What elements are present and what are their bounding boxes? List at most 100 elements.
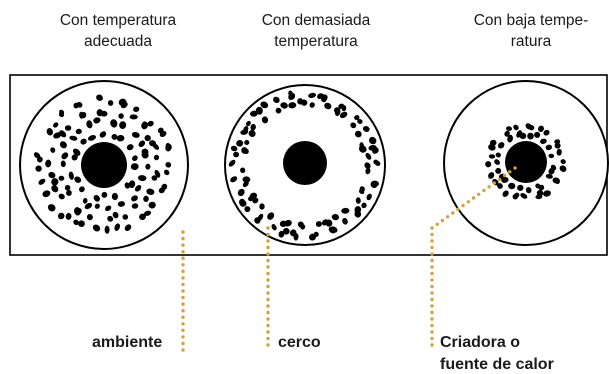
chick-dot bbox=[525, 187, 532, 194]
chick-dot bbox=[495, 167, 502, 174]
chick-dot bbox=[116, 134, 125, 142]
leader-dot bbox=[266, 265, 270, 269]
chick-dot bbox=[148, 201, 156, 209]
chick-dot bbox=[261, 116, 269, 124]
chick-dot bbox=[260, 101, 269, 109]
chick-dot bbox=[145, 163, 151, 170]
label-heat-source: Criadora o fuente de calor bbox=[440, 334, 554, 373]
chick-dot bbox=[59, 130, 67, 138]
chick-dot bbox=[143, 210, 152, 216]
chick-dot bbox=[528, 124, 535, 131]
chick-dot bbox=[75, 207, 82, 214]
leader-dot bbox=[456, 207, 460, 211]
chick-dot bbox=[554, 142, 561, 149]
chick-dot bbox=[354, 210, 362, 218]
chick-dot bbox=[59, 109, 65, 115]
chick-dot bbox=[315, 221, 322, 227]
chick-dot bbox=[147, 120, 154, 127]
leader-dot bbox=[502, 173, 507, 178]
chick-dot bbox=[51, 178, 59, 186]
chick-dot bbox=[68, 171, 74, 180]
chick-dot bbox=[112, 211, 119, 219]
chick-dot bbox=[118, 113, 124, 119]
leader-dot bbox=[266, 297, 270, 302]
chick-dot bbox=[78, 220, 85, 228]
leader-dot bbox=[430, 304, 434, 308]
chick-dot bbox=[366, 193, 372, 201]
leader-dot bbox=[266, 252, 270, 256]
chick-dot bbox=[321, 219, 329, 226]
chick-dot bbox=[297, 221, 304, 228]
chick-dot bbox=[240, 167, 246, 174]
chick-dot bbox=[507, 134, 513, 143]
chick-dot bbox=[556, 148, 562, 156]
chick-dot bbox=[250, 110, 258, 117]
chick-dot bbox=[131, 195, 138, 202]
chick-dot bbox=[249, 192, 258, 200]
chick-dot bbox=[96, 94, 103, 101]
chick-dot bbox=[535, 183, 541, 189]
chick-dot bbox=[53, 122, 59, 128]
chick-dot bbox=[560, 159, 566, 165]
chick-dot bbox=[33, 152, 41, 159]
leader-dot bbox=[435, 222, 439, 226]
chick-dot bbox=[527, 132, 534, 140]
chick-dot bbox=[132, 155, 138, 162]
chick-dot bbox=[370, 180, 379, 187]
leader-dot bbox=[181, 341, 185, 346]
chick-dot bbox=[119, 121, 127, 129]
chick-dot bbox=[279, 220, 287, 228]
chick-dot bbox=[76, 101, 83, 108]
leader-dot bbox=[430, 271, 434, 276]
leader-cerco bbox=[266, 226, 270, 347]
leader-dot bbox=[181, 335, 185, 339]
chicks-group bbox=[33, 94, 172, 234]
chick-dot bbox=[331, 213, 340, 221]
chick-dot bbox=[143, 195, 149, 202]
chick-dot bbox=[126, 144, 134, 151]
chick-dot bbox=[69, 135, 78, 141]
leader-dot bbox=[430, 291, 434, 295]
leader-dot bbox=[461, 203, 465, 208]
chick-dot bbox=[111, 192, 119, 201]
chick-dot bbox=[341, 105, 347, 112]
chick-dot bbox=[50, 147, 56, 153]
chick-dot bbox=[254, 217, 261, 224]
leader-dot bbox=[181, 269, 185, 273]
chick-dot bbox=[361, 202, 367, 209]
chick-dot bbox=[45, 159, 52, 168]
chick-dot bbox=[280, 102, 288, 109]
chick-dot bbox=[364, 162, 371, 169]
leader-dot bbox=[430, 245, 434, 250]
heat-source bbox=[505, 141, 547, 183]
chick-dot bbox=[228, 159, 236, 167]
chick-dot bbox=[495, 152, 501, 158]
caption-too-high-temperature: Con demasiada temperatura bbox=[261, 12, 371, 50]
chick-dot bbox=[329, 226, 338, 233]
chick-dot bbox=[144, 134, 151, 142]
chicks-group bbox=[485, 123, 567, 200]
chick-dot bbox=[489, 139, 497, 146]
chick-dot bbox=[538, 125, 544, 132]
chick-dot bbox=[154, 169, 161, 178]
chick-dot bbox=[250, 123, 256, 131]
leader-dot bbox=[487, 185, 491, 189]
leader-dot bbox=[466, 200, 470, 204]
leader-dot bbox=[430, 232, 434, 237]
chick-dot bbox=[365, 152, 372, 160]
chick-dot bbox=[122, 214, 129, 220]
chick-dot bbox=[128, 180, 136, 189]
chick-dot bbox=[508, 182, 516, 190]
chick-dot bbox=[324, 102, 332, 110]
chick-dot bbox=[233, 151, 240, 158]
leader-dot bbox=[266, 323, 270, 328]
leader-dot bbox=[266, 226, 270, 230]
chick-dot bbox=[372, 147, 379, 154]
chick-dot bbox=[359, 142, 365, 150]
leader-dot bbox=[181, 243, 185, 247]
chick-dot bbox=[48, 171, 56, 179]
chick-dot bbox=[244, 206, 251, 213]
leader-dot bbox=[482, 188, 486, 193]
chick-dot bbox=[93, 117, 101, 124]
